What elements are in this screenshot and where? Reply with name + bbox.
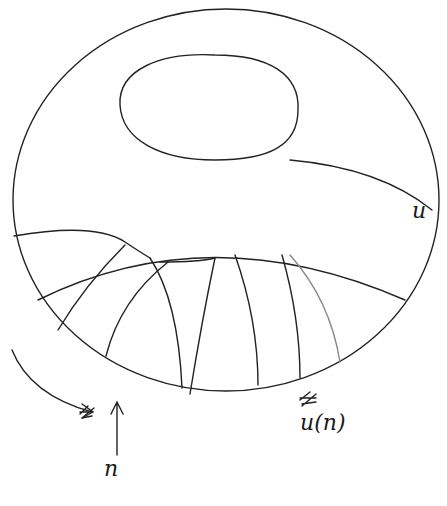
- math-label: n: [104, 458, 118, 480]
- outer-circle: [13, 9, 439, 391]
- curve: [282, 255, 300, 378]
- curve: [14, 230, 150, 258]
- scribble: [300, 392, 316, 406]
- curve: [190, 258, 215, 394]
- inner-hole: [120, 55, 298, 160]
- curve: [235, 255, 258, 385]
- scribble: [80, 406, 94, 418]
- up-arrow: [111, 402, 123, 455]
- curve: [290, 255, 340, 362]
- curve: [290, 160, 432, 210]
- curved-arrow: [12, 350, 92, 412]
- math-label: u(n): [300, 412, 346, 434]
- curve: [150, 258, 182, 388]
- curve: [106, 262, 168, 356]
- curve: [58, 245, 125, 330]
- math-label: u: [412, 200, 426, 222]
- curve: [38, 258, 405, 301]
